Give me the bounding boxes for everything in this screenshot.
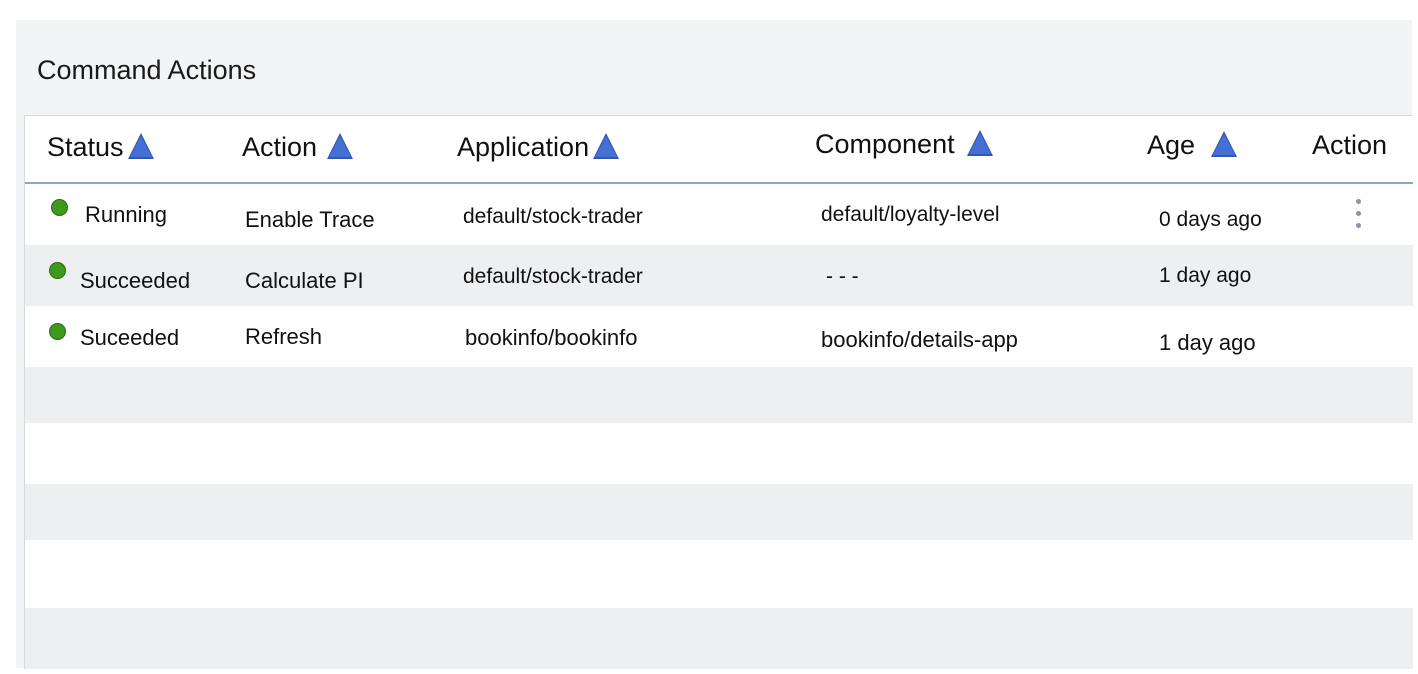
table-row[interactable]: Running Enable Trace default/stock-trade… bbox=[25, 184, 1413, 245]
sort-ascending-icon[interactable] bbox=[1211, 130, 1238, 157]
column-header-status-label: Status bbox=[47, 132, 124, 162]
row-application: bookinfo/bookinfo bbox=[465, 325, 638, 350]
empty-table-row bbox=[25, 484, 1413, 540]
command-actions-table: Status Action Application Component Age … bbox=[24, 115, 1413, 669]
row-application: default/stock-trader bbox=[463, 205, 643, 228]
row-action: Enable Trace bbox=[245, 207, 375, 232]
row-application: default/stock-trader bbox=[463, 265, 643, 288]
row-status: Running bbox=[85, 202, 167, 227]
row-age: 1 day ago bbox=[1159, 264, 1252, 287]
row-action: Calculate PI bbox=[245, 268, 364, 293]
row-component: bookinfo/details-app bbox=[821, 327, 1018, 352]
column-header-application-label: Application bbox=[457, 132, 590, 162]
status-dot-icon bbox=[49, 323, 66, 340]
command-actions-panel: Command Actions Status Action Applicatio… bbox=[16, 20, 1413, 669]
row-component: - - - bbox=[826, 265, 859, 288]
table-row[interactable]: Succeeded Calculate PI default/stock-tra… bbox=[25, 245, 1413, 306]
column-header-age[interactable]: Age bbox=[1147, 130, 1238, 161]
empty-table-row bbox=[25, 608, 1413, 669]
column-header-component[interactable]: Component bbox=[815, 129, 993, 160]
sort-ascending-icon[interactable] bbox=[593, 132, 620, 159]
column-header-row-actions: Action bbox=[1312, 130, 1387, 161]
panel-title: Command Actions bbox=[37, 55, 257, 85]
column-header-status[interactable]: Status bbox=[47, 132, 154, 163]
sort-ascending-icon[interactable] bbox=[327, 132, 354, 159]
column-header-component-label: Component bbox=[815, 129, 955, 159]
empty-table-row bbox=[25, 540, 1413, 608]
column-header-row-actions-label: Action bbox=[1312, 130, 1388, 160]
empty-table-row bbox=[25, 423, 1413, 484]
column-header-action[interactable]: Action bbox=[242, 132, 354, 163]
column-header-action-label: Action bbox=[242, 132, 318, 162]
status-dot-icon bbox=[51, 199, 68, 216]
row-age: 0 days ago bbox=[1159, 208, 1262, 231]
row-component: default/loyalty-level bbox=[821, 203, 1000, 226]
row-age: 1 day ago bbox=[1159, 330, 1256, 355]
row-action: Refresh bbox=[245, 324, 323, 349]
row-status: Succeeded bbox=[80, 268, 191, 293]
sort-ascending-icon[interactable] bbox=[127, 132, 154, 159]
kebab-menu-icon[interactable] bbox=[1351, 199, 1365, 239]
status-dot-icon bbox=[49, 262, 66, 279]
table-header-row: Status Action Application Component Age … bbox=[25, 116, 1413, 184]
row-status: Suceeded bbox=[80, 325, 180, 350]
table-row[interactable]: Suceeded Refresh bookinfo/bookinfo booki… bbox=[25, 306, 1413, 367]
sort-ascending-icon[interactable] bbox=[966, 129, 993, 156]
column-header-application[interactable]: Application bbox=[457, 132, 620, 163]
column-header-age-label: Age bbox=[1147, 130, 1196, 160]
empty-table-row bbox=[25, 367, 1413, 423]
